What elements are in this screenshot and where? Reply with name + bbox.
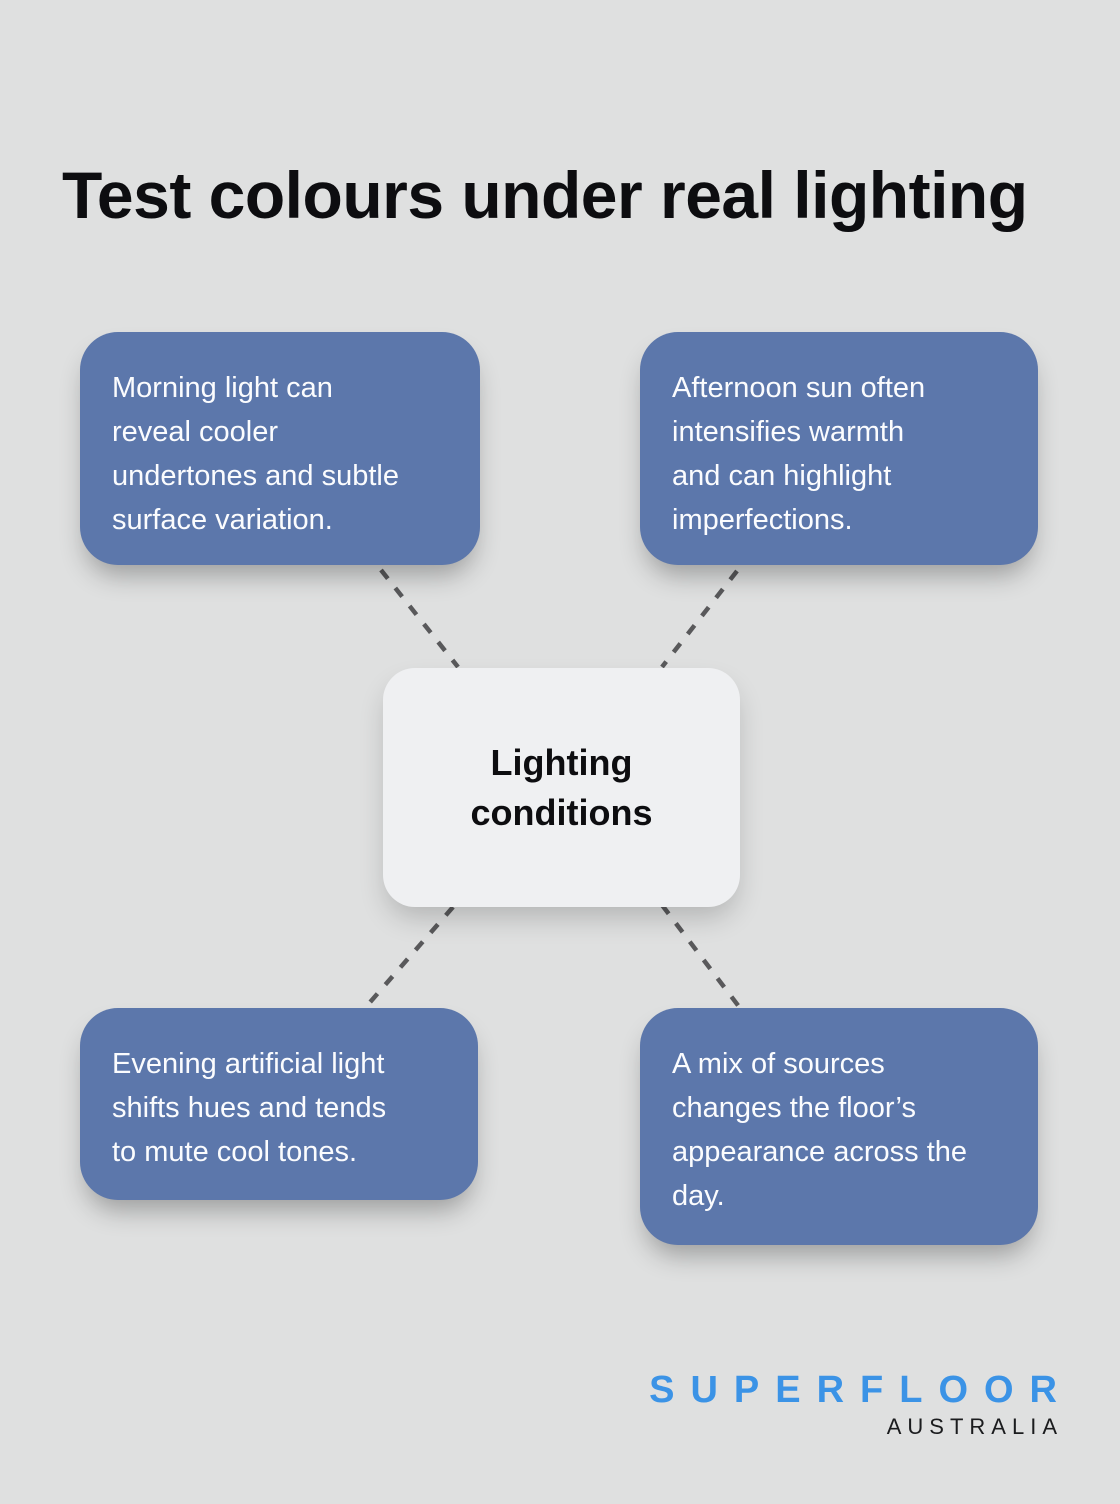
node-afternoon-sun: Afternoon sun often intensifies warmth a… xyxy=(640,332,1038,565)
superfloor-logo: SUPERFLOOR AUSTRALIA xyxy=(649,1369,1057,1439)
connector-top-right xyxy=(660,569,739,669)
connector-bottom-left xyxy=(363,905,455,1010)
page-title: Test colours under real lighting xyxy=(62,158,1028,233)
connector-bottom-right xyxy=(660,903,742,1010)
logo-brand-text: SUPERFLOOR xyxy=(649,1369,1073,1411)
node-morning-light: Morning light can reveal cooler underton… xyxy=(80,332,480,565)
node-evening-artificial-light: Evening artificial light shifts hues and… xyxy=(80,1008,478,1200)
center-node-lighting-conditions: Lighting conditions xyxy=(383,668,740,907)
connector-top-left xyxy=(379,568,460,669)
node-mixed-sources: A mix of sources changes the floor’s app… xyxy=(640,1008,1038,1245)
logo-region-text: AUSTRALIA xyxy=(886,1413,1063,1439)
